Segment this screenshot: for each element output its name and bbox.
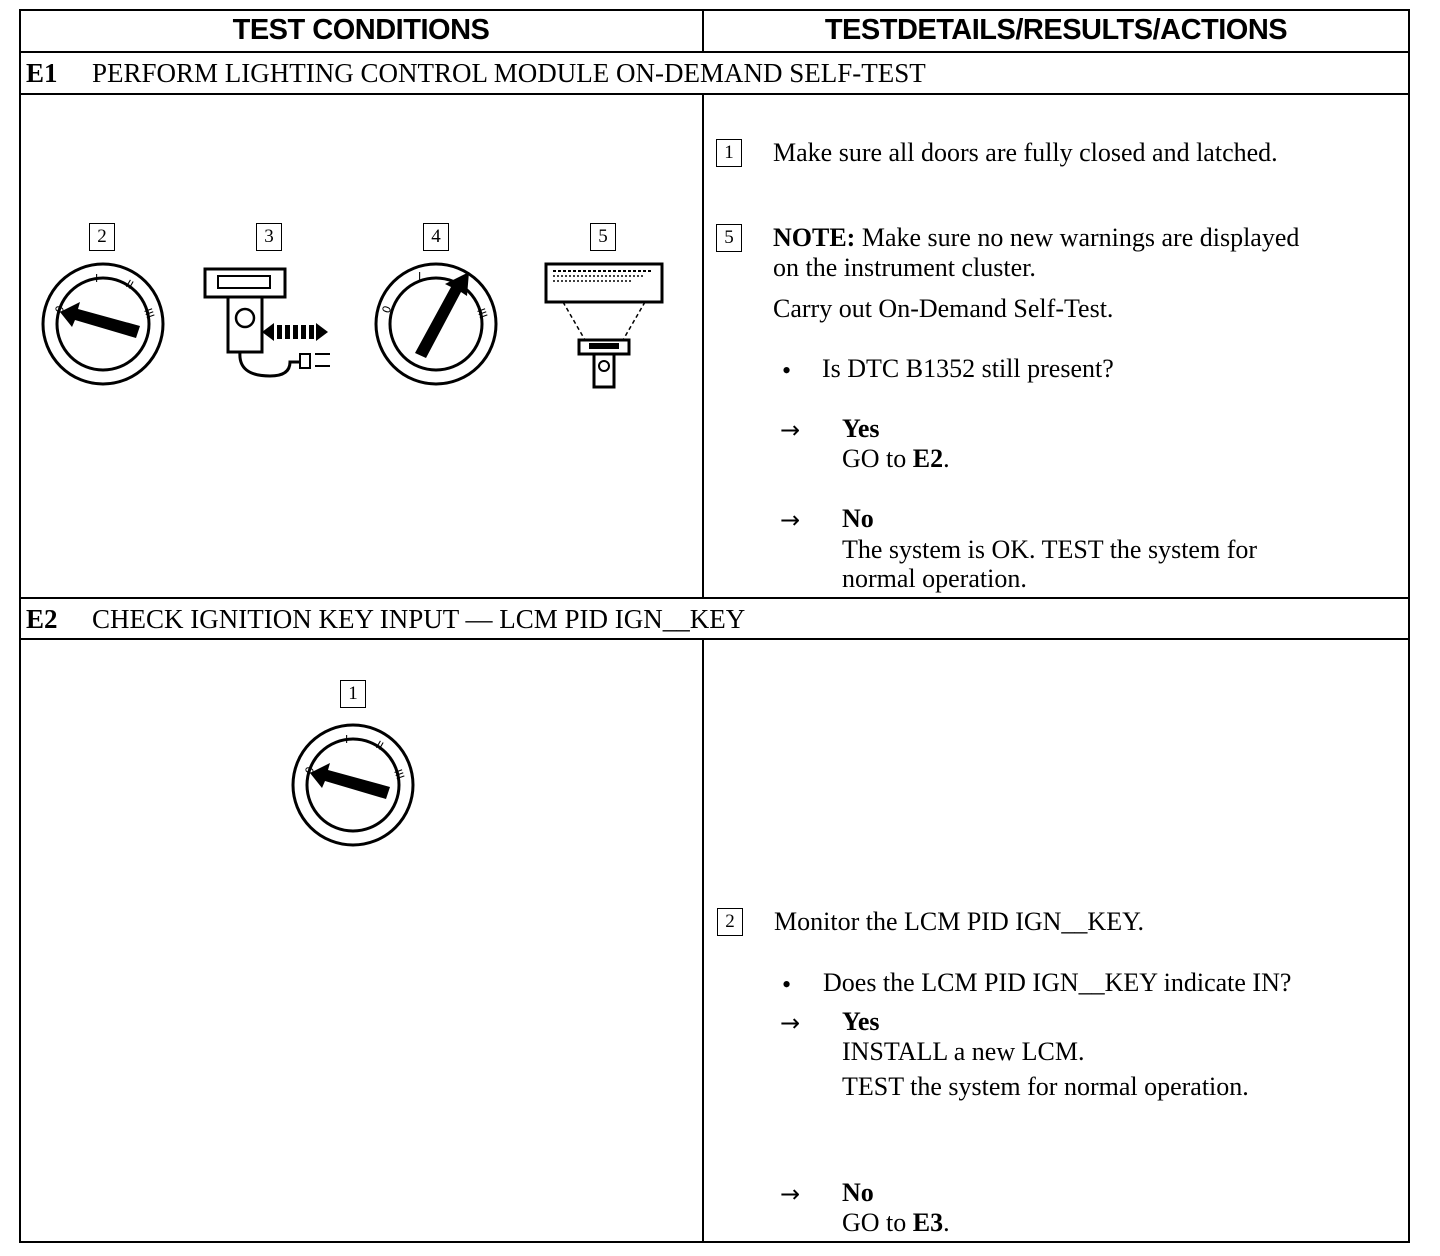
e2-no-action-target: E3 [912, 1208, 944, 1237]
e2-no-label: No [842, 1178, 874, 1207]
table-bottom-border [19, 1241, 1410, 1243]
ignition-off-icon: 0 I II III [41, 262, 165, 386]
e1-yes-action-suffix: . [943, 444, 950, 473]
table-top-border [19, 9, 1410, 11]
e2-question: Does the LCM PID IGN__KEY indicate IN? [823, 968, 1292, 997]
e2-no-action: GO to E3. [842, 1208, 950, 1238]
e1-step-5-action: Carry out On-Demand Self-Test. [773, 294, 1114, 323]
note-label: NOTE: [773, 223, 856, 252]
note-text: Make sure no new warnings are displayed [855, 223, 1300, 252]
ignition-off-icon: 0 I II III [291, 723, 415, 847]
svg-text:III: III [474, 307, 490, 321]
svg-text:0: 0 [303, 765, 318, 776]
svg-text:0: 0 [53, 304, 68, 315]
e1-step-5-number: 5 [716, 224, 742, 252]
e1-figure-label-2: 2 [89, 223, 115, 251]
e2-step-2-text: Monitor the LCM PID IGN__KEY. [774, 907, 1145, 936]
e1-no-action-line1: The system is OK. TEST the system for [842, 535, 1258, 564]
e2-step-2-number: 2 [717, 908, 743, 936]
e1-figure-label-3: 3 [256, 223, 282, 251]
e2-bullet: • [782, 970, 792, 999]
header-test-details: TESTDETAILS/RESULTS/ACTIONS [824, 13, 1288, 46]
e1-title-bottom-border [19, 93, 1410, 95]
e1-step-1-number: 1 [716, 139, 742, 167]
e1-step-1-text: Make sure all doors are fully closed and… [773, 138, 1278, 167]
scan-tool-display-icon [544, 262, 664, 389]
e1-question: Is DTC B1352 still present? [822, 354, 1114, 383]
e1-yes-action-prefix: GO to [842, 444, 913, 473]
e2-yes-arrow-icon: → [780, 1009, 801, 1037]
e2-section-title: E2 CHECK IGNITION KEY INPUT — LCM PID IG… [20, 599, 745, 639]
e2-figure-label-1: 1 [340, 680, 366, 708]
ignition-run-icon: 0 I II III [374, 262, 498, 386]
header-bottom-border [19, 51, 1410, 53]
e1-figure-label-5: 5 [590, 223, 616, 251]
e2-no-action-prefix: GO to [842, 1208, 913, 1237]
svg-text:0: 0 [380, 304, 395, 315]
e1-step-5-note-line2: on the instrument cluster. [773, 253, 1036, 282]
column-divider-e2 [702, 638, 704, 1243]
e1-no-action-line2: normal operation. [842, 564, 1027, 593]
e2-id: E2 [26, 603, 58, 634]
e1-section-title: E1 PERFORM LIGHTING CONTROL MODULE ON-DE… [20, 53, 926, 93]
svg-text:I: I [95, 272, 98, 285]
e1-yes-label: Yes [842, 414, 880, 443]
e2-no-arrow-icon: → [780, 1180, 801, 1208]
svg-text:III: III [141, 307, 157, 321]
e2-yes-action-line1: INSTALL a new LCM. [842, 1037, 1085, 1066]
e1-yes-arrow-icon: → [780, 416, 801, 444]
e1-bullet: • [782, 356, 792, 385]
e1-title: PERFORM LIGHTING CONTROL MODULE ON-DEMAN… [92, 57, 926, 88]
e1-step-5-note: NOTE: Make sure no new warnings are disp… [773, 223, 1299, 253]
header-test-conditions: TEST CONDITIONS [232, 13, 490, 46]
e1-id: E1 [26, 57, 58, 88]
e1-figure-label-4: 4 [423, 223, 449, 251]
e1-yes-action-target: E2 [912, 444, 944, 473]
column-divider-header [702, 9, 704, 52]
e1-no-label: No [842, 504, 874, 533]
e2-yes-action-line2: TEST the system for normal operation. [842, 1072, 1249, 1101]
e2-title: CHECK IGNITION KEY INPUT — LCM PID IGN__… [92, 603, 746, 634]
table-left-border [19, 9, 21, 1243]
e2-yes-label: Yes [842, 1007, 880, 1036]
e1-yes-action: GO to E2. [842, 444, 950, 474]
e1-no-arrow-icon: → [780, 506, 801, 534]
e2-title-top-border [19, 597, 1410, 599]
column-divider-e1 [702, 93, 704, 598]
table-right-border [1408, 9, 1410, 1243]
scan-tool-connect-icon [203, 267, 330, 378]
e2-title-bottom-border [19, 638, 1410, 640]
e2-no-action-suffix: . [943, 1208, 950, 1237]
svg-text:I: I [345, 733, 348, 746]
svg-text:I: I [418, 270, 421, 283]
svg-text:III: III [391, 768, 407, 782]
